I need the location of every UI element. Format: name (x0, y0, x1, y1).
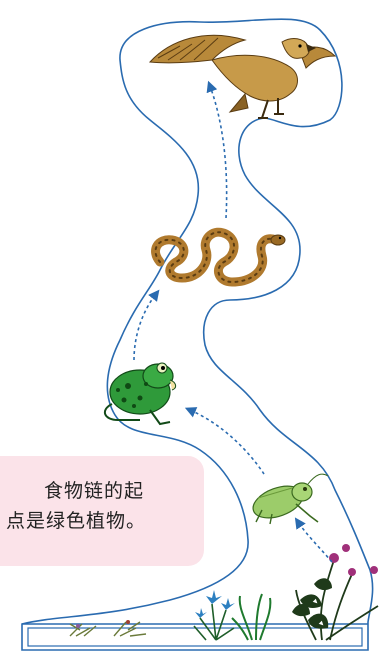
note-line-2: 点是绿色植物。 (6, 510, 147, 532)
flow-arrows (133, 80, 333, 563)
note-text: 食物链的起 点是绿色植物。 (6, 476, 196, 536)
arrow-plants-to-grasshopper (294, 517, 333, 563)
eagle-icon (148, 34, 337, 119)
frog-icon (103, 362, 177, 426)
habitat-outline (21, 18, 374, 651)
snake-icon (151, 227, 286, 287)
note-line-1: 食物链的起 (44, 480, 145, 502)
note-box (0, 456, 204, 566)
green-plants-icon (69, 544, 379, 641)
grasshopper-icon (252, 473, 329, 525)
arrow-snake-to-eagle (206, 80, 228, 219)
arrow-frog-to-snake (133, 289, 160, 361)
